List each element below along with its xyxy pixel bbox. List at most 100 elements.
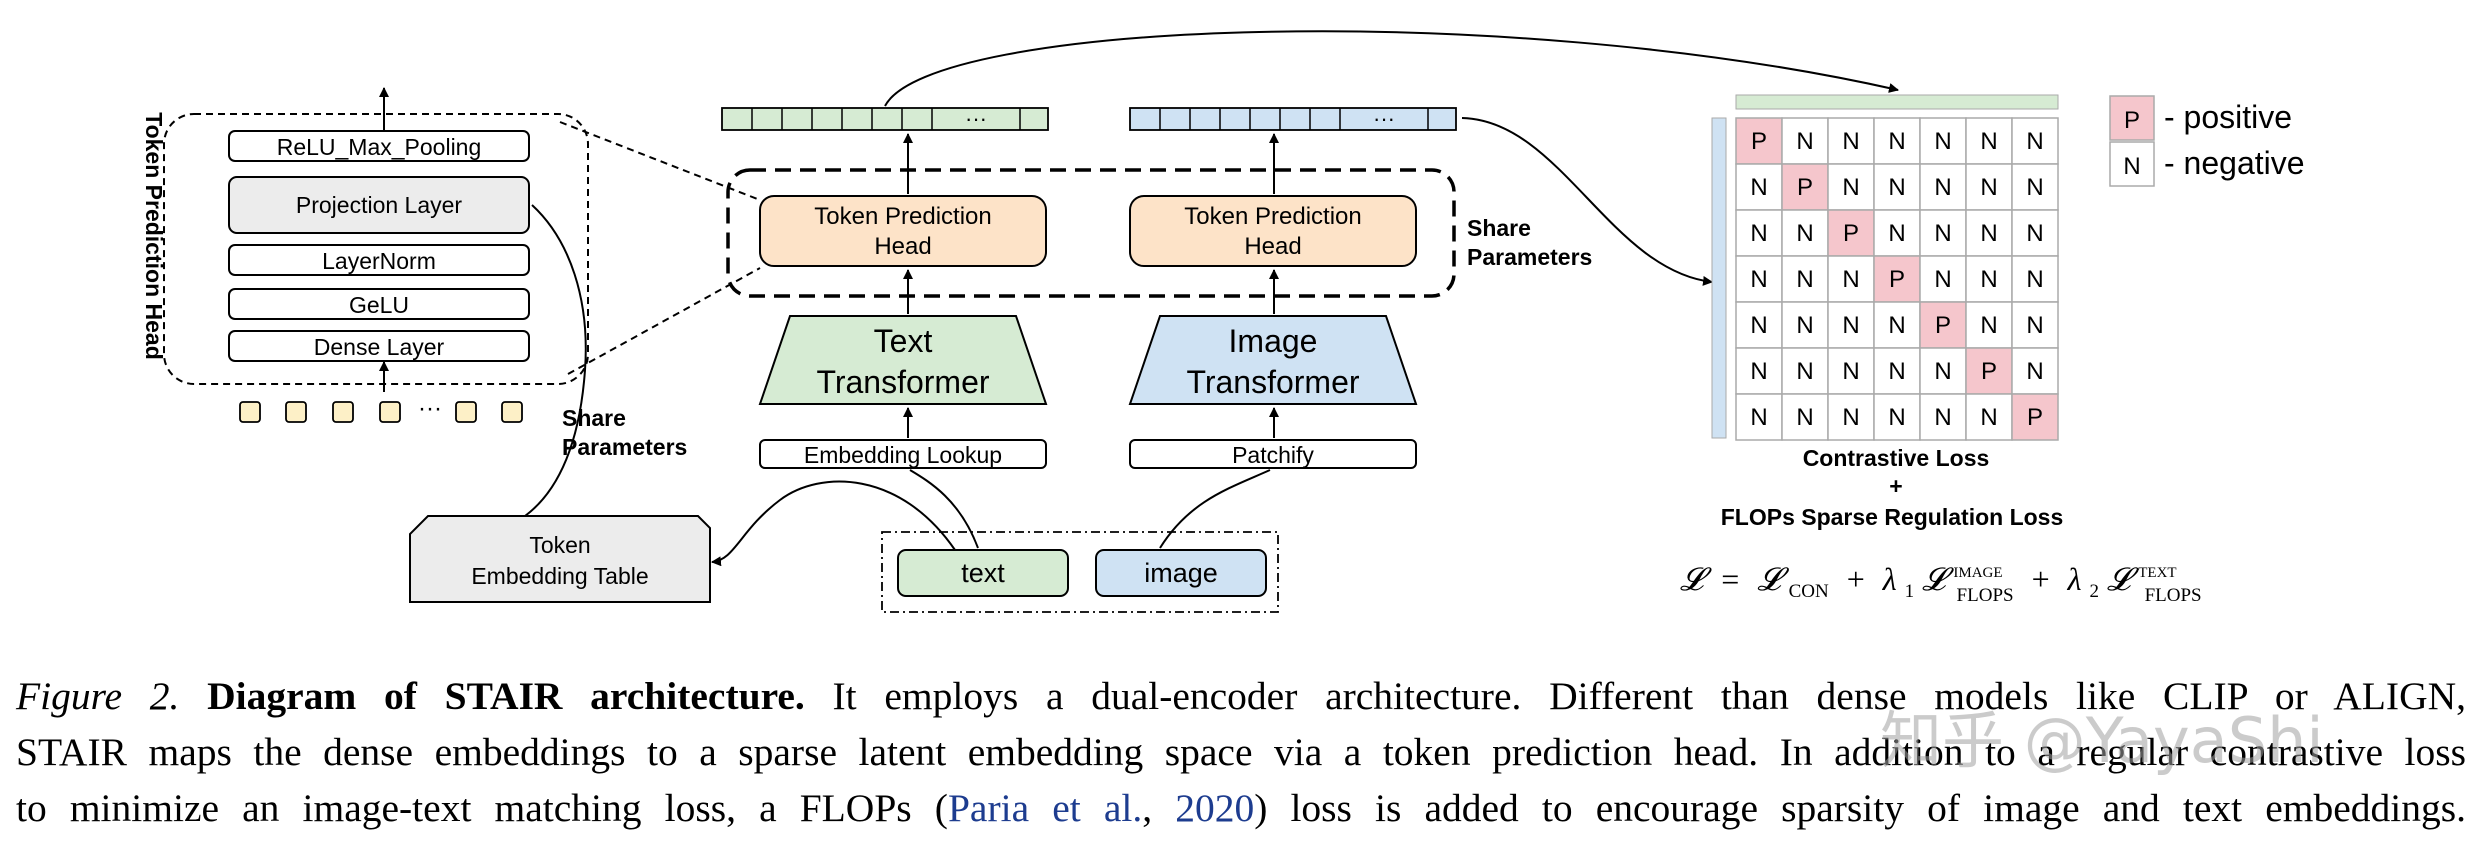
contrastive-loss-label: Contrastive Loss [1803, 445, 1990, 471]
matrix-cell-negative: N [1965, 209, 2013, 257]
svg-text:N: N [1934, 128, 1951, 155]
svg-text:ReLU_Max_Pooling: ReLU_Max_Pooling [277, 134, 482, 160]
caption-line-3: to minimize an image-text matching loss,… [16, 780, 2466, 836]
matrix-cell-negative: N [2011, 347, 2059, 395]
image-input: image [1095, 549, 1267, 597]
caption-line-3b: ) loss is added to encourage sparsity of… [1254, 786, 2466, 830]
svg-text:Embedding Lookup: Embedding Lookup [804, 442, 1002, 468]
share-parameters-left: Share Parameters [562, 405, 687, 460]
text-input: text [897, 549, 1069, 597]
matrix-cell-negative: N [1919, 347, 1967, 395]
svg-text:N: N [2026, 220, 2043, 247]
token-embedding-table: Token Embedding Table [409, 515, 711, 603]
citation-year-link[interactable]: 2020 [1175, 786, 1255, 830]
svg-text:Token Prediction: Token Prediction [814, 203, 991, 230]
text-embedding-strip [1735, 94, 2059, 110]
image-embedding-strip [1711, 117, 1727, 439]
projection-layer: Projection Layer [228, 176, 530, 234]
svg-text:···: ··· [1373, 106, 1395, 131]
svg-text:P: P [1797, 174, 1813, 201]
text-transformer: Text Transformer [758, 315, 1048, 405]
svg-text:N: N [1750, 266, 1767, 293]
matrix-cell-negative: N [1965, 163, 2013, 211]
citation-author-link[interactable]: Paria et al. [947, 786, 1143, 830]
svg-text:N: N [1750, 174, 1767, 201]
svg-text:N: N [1980, 220, 1997, 247]
svg-text:N: N [1796, 358, 1813, 385]
matrix-cell-negative: N [1781, 209, 1829, 257]
svg-text:Token Prediction: Token Prediction [1184, 203, 1361, 230]
matrix-cell-negative: N [1873, 347, 1921, 395]
svg-text:···: ··· [418, 395, 442, 422]
matrix-cell-negative: N [1735, 347, 1783, 395]
text-token-prediction-head: Token Prediction Head [759, 195, 1047, 267]
patchify: Patchify [1129, 439, 1417, 469]
matrix-cell-positive: P [1873, 255, 1921, 303]
svg-text:N: N [2123, 153, 2140, 180]
matrix-cell-negative: N [1781, 301, 1829, 349]
matrix-cell-negative: N [2011, 301, 2059, 349]
svg-text:P: P [1843, 220, 1859, 247]
caption-line-2: STAIR maps the dense embeddings to a spa… [16, 730, 2466, 774]
matrix-cell-negative: N [2011, 209, 2059, 257]
flops-loss-label: FLOPs Sparse Regulation Loss [1721, 504, 2064, 530]
svg-text:P: P [1889, 266, 1905, 293]
matrix-cell-negative: N [1827, 117, 1875, 165]
svg-text:Dense Layer: Dense Layer [314, 334, 445, 360]
matrix-cell-negative: N [1965, 117, 2013, 165]
gelu-layer: GeLU [228, 288, 530, 320]
matrix-cell-negative: N [2011, 163, 2059, 211]
svg-text:GeLU: GeLU [349, 292, 409, 318]
svg-text:N: N [1796, 312, 1813, 339]
text-output-embedding-bar: ··· [721, 106, 1049, 131]
matrix-cell-negative: N [1873, 393, 1921, 441]
svg-text:P: P [1935, 312, 1951, 339]
svg-text:N: N [1980, 404, 1997, 431]
svg-text:N: N [1934, 358, 1951, 385]
svg-text:N: N [1750, 358, 1767, 385]
svg-text:P: P [2124, 107, 2140, 134]
svg-text:N: N [1796, 128, 1813, 155]
matrix-cell-negative: N [1781, 393, 1829, 441]
matrix-cell-positive: P [1827, 209, 1875, 257]
svg-text:N: N [1934, 174, 1951, 201]
svg-text:P: P [2027, 404, 2043, 431]
svg-text:image: image [1144, 558, 1218, 588]
matrix-cell-negative: N [1873, 163, 1921, 211]
svg-text:N: N [2026, 128, 2043, 155]
share-parameters-right: Share Parameters [1467, 215, 1592, 270]
matrix-cell-positive: P [1919, 301, 1967, 349]
svg-text:Embedding Table: Embedding Table [471, 563, 648, 589]
svg-text:N: N [1980, 128, 1997, 155]
relu-max-pooling-layer: ReLU_Max_Pooling [228, 130, 530, 162]
embedding-lookup: Embedding Lookup [759, 439, 1047, 469]
figure-number: Figure 2. [16, 674, 180, 718]
svg-text:N: N [1842, 128, 1859, 155]
matrix-cell-negative: N [2011, 117, 2059, 165]
legend-negative: N - negative [2109, 141, 2305, 187]
svg-text:N: N [1888, 174, 1905, 201]
matrix-cell-negative: N [1781, 117, 1829, 165]
matrix-cell-negative: N [1827, 347, 1875, 395]
svg-text:N: N [1796, 220, 1813, 247]
matrix-cell-negative: N [1919, 117, 1967, 165]
image-token-prediction-head: Token Prediction Head [1129, 195, 1417, 267]
svg-text:Transformer: Transformer [816, 364, 989, 400]
svg-text:Head: Head [1244, 233, 1301, 260]
matrix-cell-negative: N [1873, 209, 1921, 257]
svg-text:Patchify: Patchify [1232, 442, 1314, 468]
matrix-cell-negative: N [1827, 163, 1875, 211]
svg-text:N: N [1980, 266, 1997, 293]
svg-text:N: N [1750, 312, 1767, 339]
svg-text:N: N [1888, 220, 1905, 247]
svg-text:Projection Layer: Projection Layer [296, 192, 463, 218]
svg-text:N: N [1980, 312, 1997, 339]
svg-text:text: text [961, 558, 1005, 588]
image-transformer: Image Transformer [1128, 315, 1418, 405]
matrix-cell-negative: N [1873, 117, 1921, 165]
matrix-cell-negative: N [1781, 255, 1829, 303]
svg-text:N: N [1888, 128, 1905, 155]
caption-line-1-text: It employs a dual-encoder architecture. … [832, 674, 2467, 718]
caption-title: Diagram of STAIR architecture. [207, 674, 805, 718]
